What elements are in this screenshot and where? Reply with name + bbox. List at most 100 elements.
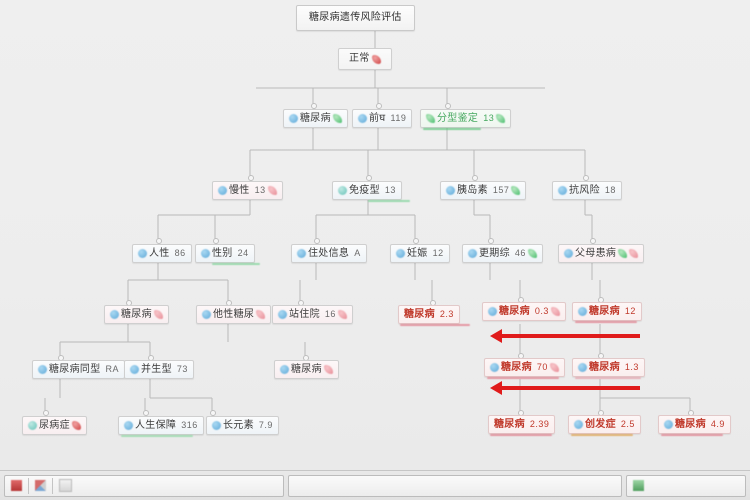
node-diabetes-l5-b[interactable]: 他性糖尿 <box>196 305 272 324</box>
node-value: 119 <box>390 113 407 123</box>
blue-dot-icon <box>202 310 211 319</box>
node-anchor <box>413 238 419 244</box>
node-anchor <box>143 410 149 416</box>
node-diabetes-l5-c[interactable]: 糖尿病 2.3 <box>398 305 460 324</box>
node-value: 86 <box>174 248 186 258</box>
blue-dot-icon <box>278 310 287 319</box>
green-tag-icon <box>426 114 435 123</box>
node-label: 长元素 <box>223 419 254 431</box>
red-marker-icon <box>371 54 381 64</box>
node-label: 糖尿病遗传风险评估 <box>309 12 402 23</box>
blue-dot-icon <box>38 365 47 374</box>
blue-dot-icon <box>490 363 499 372</box>
blue-dot-icon <box>558 186 567 195</box>
blue-dot-icon <box>110 310 119 319</box>
node-label: 糖尿病 <box>291 363 322 375</box>
node-person-l4[interactable]: 人性 86 <box>132 244 192 263</box>
node-label: 糖尿病 <box>589 361 620 373</box>
node-diabetes-ra-l6[interactable]: 糖尿病同型 RA <box>32 360 126 379</box>
node-insulin-l3[interactable]: 胰岛素 157 <box>440 181 527 200</box>
node-root[interactable]: 糖尿病遗传风险评估 <box>296 5 415 31</box>
blue-dot-icon <box>446 186 455 195</box>
grey-square-icon[interactable] <box>59 479 72 492</box>
divider <box>28 477 29 494</box>
node-menopause-l4[interactable]: 更期综 46 <box>462 244 543 263</box>
node-value: 0.3 <box>534 306 549 316</box>
node-pre-l2[interactable]: 前घ 119 <box>352 109 413 128</box>
taskbar-group-1[interactable] <box>4 474 284 497</box>
node-value: 1.3 <box>624 362 639 372</box>
node-value: A <box>354 248 361 258</box>
node-anchor <box>488 238 494 244</box>
node-diabetes-l6-b[interactable]: 糖尿病 70 <box>484 358 565 377</box>
node-label: 更期综 <box>479 247 510 259</box>
diagram-canvas: 糖尿病遗传风险评估 正常 糖尿病 前घ 119 分型鉴定 13 慢性 13 免疫… <box>0 0 750 470</box>
node-birth-l6[interactable]: 并生型 73 <box>124 360 194 379</box>
blue-dot-icon <box>664 420 673 429</box>
node-value: 2.5 <box>620 419 635 429</box>
green-underline <box>212 263 260 265</box>
node-normal[interactable]: 正常 <box>338 48 392 70</box>
node-diabetes-l6-a[interactable]: 糖尿病 <box>274 360 339 379</box>
multicolor-icon[interactable] <box>35 480 46 491</box>
node-diabetes-l6-c[interactable]: 糖尿病 1.3 <box>572 358 645 377</box>
node-residence-l4[interactable]: 住处信息 A <box>291 244 367 263</box>
node-value: 70 <box>536 362 548 372</box>
node-label: 人性 <box>149 247 170 259</box>
node-label: 糖尿病 <box>675 418 706 430</box>
node-diabetes-l5-a[interactable]: 糖尿病 <box>104 305 169 324</box>
taskbar-group-3[interactable] <box>626 474 746 497</box>
blue-dot-icon <box>488 307 497 316</box>
blue-dot-icon <box>358 114 367 123</box>
node-complication-l7[interactable]: 创发症 2.5 <box>568 415 641 434</box>
node-diabetes-l7-a[interactable]: 糖尿病 2.39 <box>488 415 556 434</box>
node-diabetes-l5-d[interactable]: 糖尿病 0.3 <box>482 302 566 321</box>
node-diabetes-l2[interactable]: 糖尿病 <box>283 109 348 128</box>
node-anchor <box>366 175 372 181</box>
red-square-icon[interactable] <box>11 480 22 491</box>
pink-tag-icon <box>629 249 639 258</box>
node-parent-illness-l4[interactable]: 父母患病 <box>558 244 645 263</box>
pink-tag-icon <box>550 307 560 316</box>
node-anchor <box>590 238 596 244</box>
pink-tag-icon <box>153 310 163 319</box>
node-type-l2[interactable]: 分型鉴定 13 <box>420 109 512 128</box>
node-anchor <box>376 103 382 109</box>
blue-dot-icon <box>138 249 147 258</box>
node-value: 12 <box>624 306 636 316</box>
green-underline <box>423 128 481 130</box>
node-urine-l7[interactable]: 尿病症 <box>22 416 87 435</box>
node-label: 人生保障 <box>135 419 177 431</box>
blue-dot-icon <box>201 249 210 258</box>
node-value: 316 <box>181 420 198 430</box>
node-element-l7[interactable]: 长元素 7.9 <box>206 416 279 435</box>
node-label: 糖尿病 <box>404 308 435 320</box>
node-value: 2.3 <box>439 309 454 319</box>
blue-dot-icon <box>468 249 477 258</box>
node-immune-l3[interactable]: 免疫型 13 <box>332 181 402 200</box>
pink-tag-icon <box>256 310 266 319</box>
node-chronic-l3[interactable]: 慢性 13 <box>212 181 283 200</box>
node-value: 46 <box>514 248 526 258</box>
teal-dot-icon <box>338 186 347 195</box>
node-anchor <box>213 238 219 244</box>
node-insurance-l7[interactable]: 人生保障 316 <box>118 416 204 435</box>
node-label: 他性糖尿 <box>213 308 255 320</box>
node-hospital-l5[interactable]: 站住院 16 <box>272 305 353 324</box>
node-label: 住处信息 <box>308 247 350 259</box>
green-square-icon[interactable] <box>633 480 644 491</box>
node-label: 分型鉴定 <box>437 112 479 124</box>
pink-tag-icon <box>549 363 559 372</box>
node-gender-l4[interactable]: 性别 24 <box>195 244 255 263</box>
node-diabetes-l5-e[interactable]: 糖尿病 12 <box>572 302 642 321</box>
node-value: 18 <box>604 185 616 195</box>
node-value: 2.39 <box>529 419 550 429</box>
node-label: 糖尿病同型 <box>49 363 101 375</box>
taskbar-group-2[interactable] <box>288 474 622 497</box>
node-risk-l3[interactable]: 抗风险 18 <box>552 181 622 200</box>
node-label: 父母患病 <box>575 247 617 259</box>
node-pregnancy-l4[interactable]: 妊娠 12 <box>390 244 450 263</box>
node-diabetes-l7-b[interactable]: 糖尿病 4.9 <box>658 415 731 434</box>
blue-dot-icon <box>130 365 139 374</box>
node-anchor <box>156 238 162 244</box>
